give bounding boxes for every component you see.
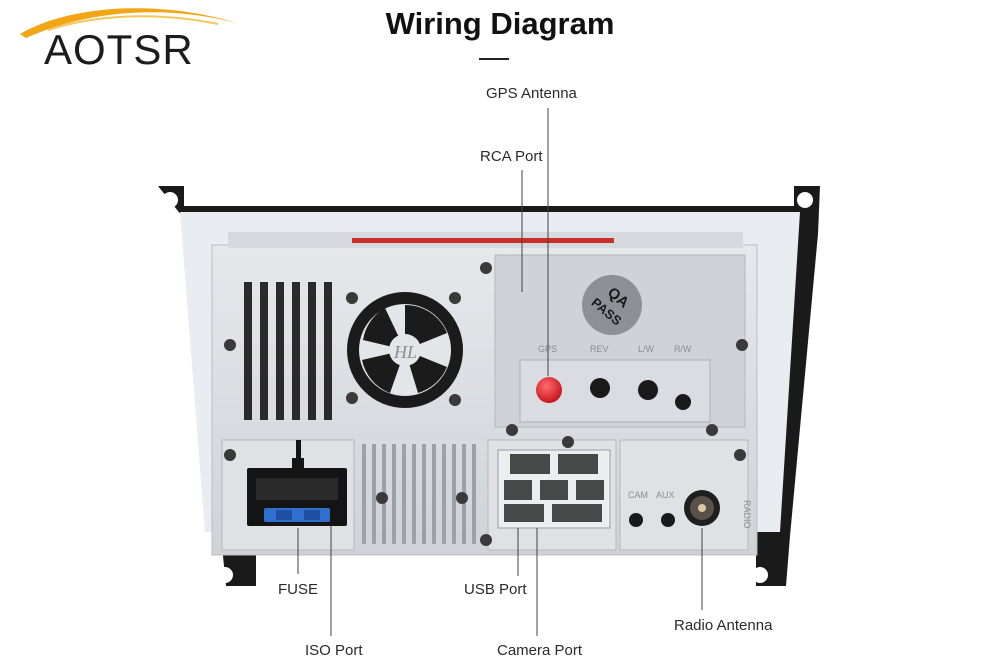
usb-camera-connector — [497, 449, 611, 529]
side-label-cam: CAM — [628, 490, 648, 500]
side-label-aux: AUX — [656, 490, 675, 500]
rca-jacks — [536, 377, 691, 410]
callout-gps-antenna: GPS Antenna — [486, 85, 577, 102]
vent-slots — [244, 282, 332, 420]
callout-radio-antenna: Radio Antenna — [674, 617, 773, 634]
radio-antenna-jack: RADIO — [684, 490, 752, 529]
fan-label: HL — [393, 342, 417, 362]
cooling-fan — [347, 292, 463, 408]
fuse — [264, 508, 330, 522]
jack-label-lw: L/W — [638, 344, 655, 354]
iso-connector — [247, 440, 347, 526]
side-jacks: CAM AUX — [628, 490, 675, 527]
leader-lines — [297, 108, 703, 636]
callout-rca-port: RCA Port — [480, 148, 543, 165]
page-title: Wiring Diagram — [385, 6, 615, 41]
logo-swoosh-icon — [20, 8, 240, 38]
callout-camera-port: Camera Port — [497, 642, 583, 659]
gps-connector — [536, 377, 562, 403]
title-underline — [479, 58, 509, 60]
jack-label-rev: REV — [590, 344, 609, 354]
brand-logo: AOTSR — [44, 26, 194, 73]
jack-label-rw: R/W — [674, 344, 692, 354]
radio-jack-label: RADIO — [742, 500, 752, 529]
callout-fuse: FUSE — [278, 581, 319, 598]
qa-pass-badge: QA PASS — [582, 275, 642, 335]
callout-iso-port: ISO Port — [305, 642, 363, 659]
callout-usb-port: USB Port — [464, 581, 527, 598]
screws — [224, 262, 748, 546]
